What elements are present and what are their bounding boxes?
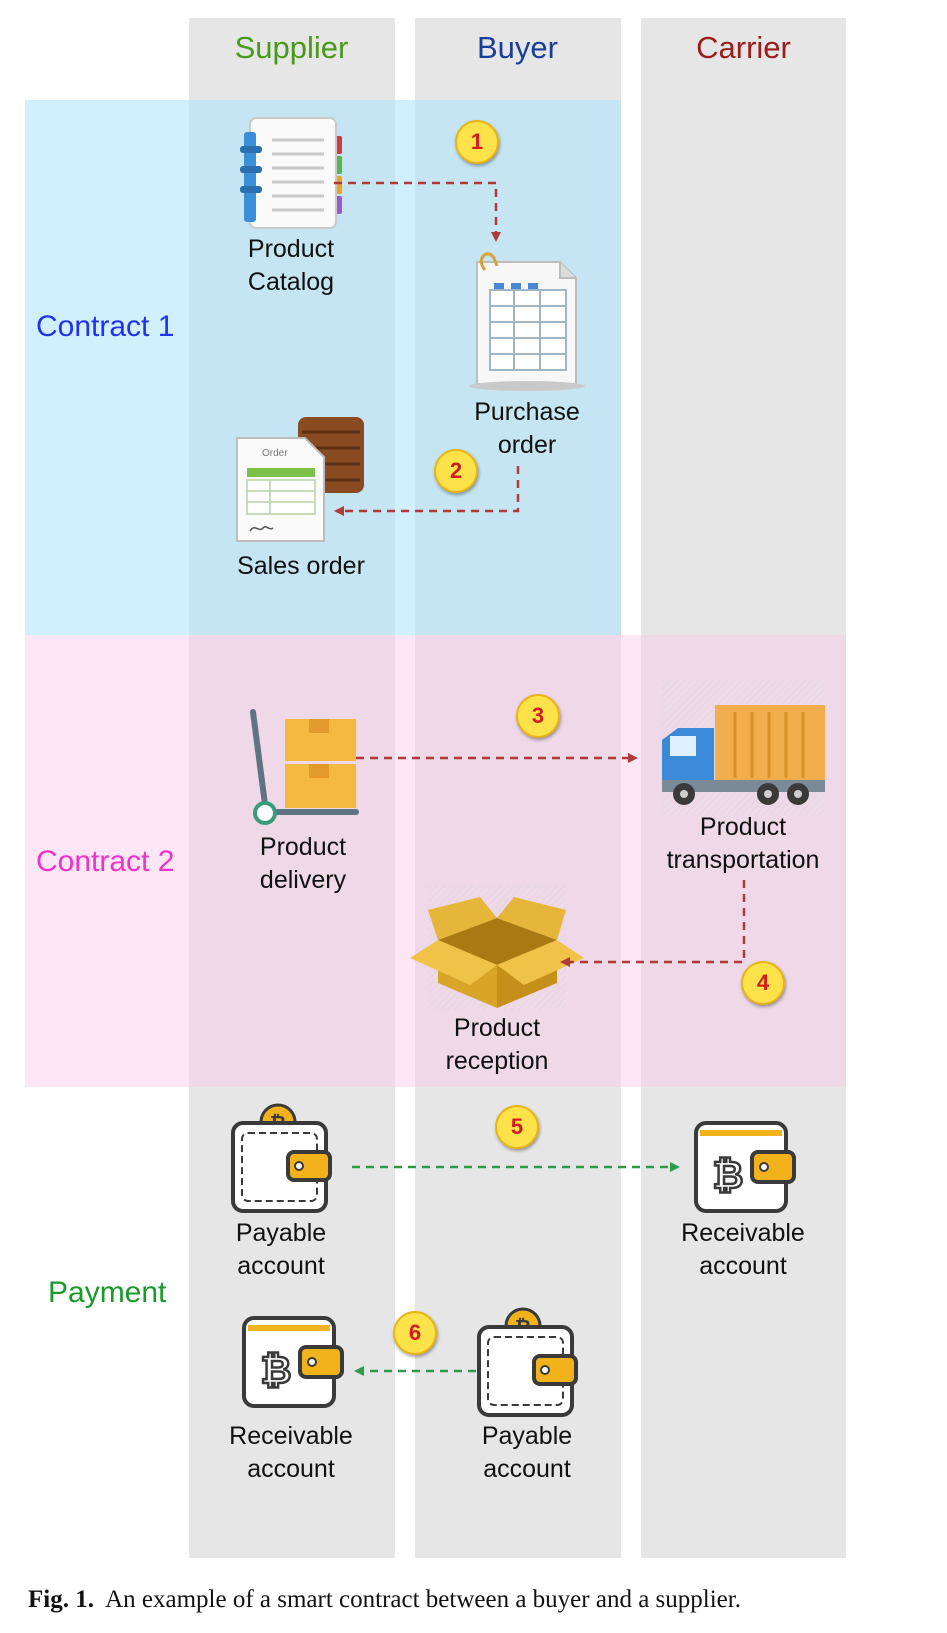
svg-text:₿: ₿	[261, 1350, 292, 1392]
label-sales-order: Sales order	[201, 550, 401, 583]
lane-header-buyer: Buyer	[477, 30, 558, 65]
arrow-step-2	[334, 466, 520, 516]
purchase-order-icon	[469, 252, 585, 391]
label-receivable-account-carrier-line2: account	[699, 1252, 787, 1280]
label-payable-account-supplier-line2: account	[237, 1252, 325, 1280]
lane-header-supplier: Supplier	[234, 30, 349, 65]
label-payable-account-buyer-line2: account	[483, 1455, 571, 1483]
label-purchase-order-line1: Purchase	[474, 398, 580, 426]
label-product-transportation-line1: Product	[699, 813, 787, 841]
receivable-account-supplier-icon: ₿	[242, 1316, 344, 1408]
label-product-transportation: Product transportation	[643, 811, 843, 877]
figure-caption-label: Fig. 1.	[28, 1586, 94, 1613]
receivable-account-carrier-icon: ₿	[694, 1121, 796, 1213]
lane-header-carrier: Carrier	[696, 30, 791, 65]
figure-caption: Fig. 1. An example of a smart contract b…	[28, 1586, 741, 1614]
step-badge-6: 6	[393, 1311, 437, 1355]
row-label-contract2: Contract 2	[36, 845, 175, 878]
label-product-delivery-line2: delivery	[259, 866, 347, 894]
svg-text:₿: ₿	[713, 1155, 744, 1197]
step-badge-1: 1	[455, 120, 499, 164]
step-badge-2: 2	[434, 449, 478, 493]
label-product-reception: Product reception	[397, 1012, 597, 1078]
label-sales-order-line1: Sales order	[237, 552, 365, 580]
label-product-catalog-line2: Catalog	[247, 268, 335, 296]
label-product-catalog: Product Catalog	[201, 233, 381, 299]
product-reception-icon	[410, 885, 584, 1010]
label-payable-account-supplier: Payable account	[181, 1217, 381, 1283]
label-product-reception-line2: reception	[445, 1047, 549, 1075]
sales-order-icon	[236, 417, 364, 542]
label-product-delivery-line1: Product	[259, 833, 347, 861]
product-transportation-icon	[662, 680, 825, 815]
product-catalog-icon	[240, 117, 342, 229]
arrow-step-1	[334, 181, 501, 242]
label-product-delivery: Product delivery	[203, 831, 403, 897]
label-purchase-order-line2: order	[497, 431, 557, 459]
step-badge-4: 4	[741, 961, 785, 1005]
row-label-payment: Payment	[48, 1276, 167, 1309]
step-badge-3: 3	[516, 694, 560, 738]
sales-order-icon-text: Order	[262, 448, 288, 459]
label-product-catalog-line1: Product	[247, 235, 335, 263]
label-payable-account-supplier-line1: Payable	[235, 1219, 327, 1247]
figure-caption-text: An example of a smart contract between a…	[105, 1586, 741, 1613]
payable-account-buyer-icon: ₿	[477, 1307, 578, 1417]
label-receivable-account-carrier-line1: Receivable	[681, 1219, 805, 1247]
arrow-step-4	[560, 880, 746, 967]
step-badge-5: 5	[495, 1105, 539, 1149]
row-label-contract1: Contract 1	[36, 310, 175, 343]
label-payable-account-buyer-line1: Payable	[481, 1422, 573, 1450]
label-product-transportation-line2: transportation	[666, 846, 820, 874]
label-product-reception-line1: Product	[453, 1014, 541, 1042]
label-purchase-order: Purchase order	[427, 396, 627, 462]
label-receivable-account-supplier-line1: Receivable	[229, 1422, 353, 1450]
label-receivable-account-supplier-line2: account	[247, 1455, 335, 1483]
label-receivable-account-carrier: Receivable account	[643, 1217, 843, 1283]
label-payable-account-buyer: Payable account	[427, 1420, 627, 1486]
label-receivable-account-supplier: Receivable account	[191, 1420, 391, 1486]
payable-account-supplier-icon: ₿	[231, 1103, 332, 1213]
product-delivery-icon	[250, 709, 359, 825]
